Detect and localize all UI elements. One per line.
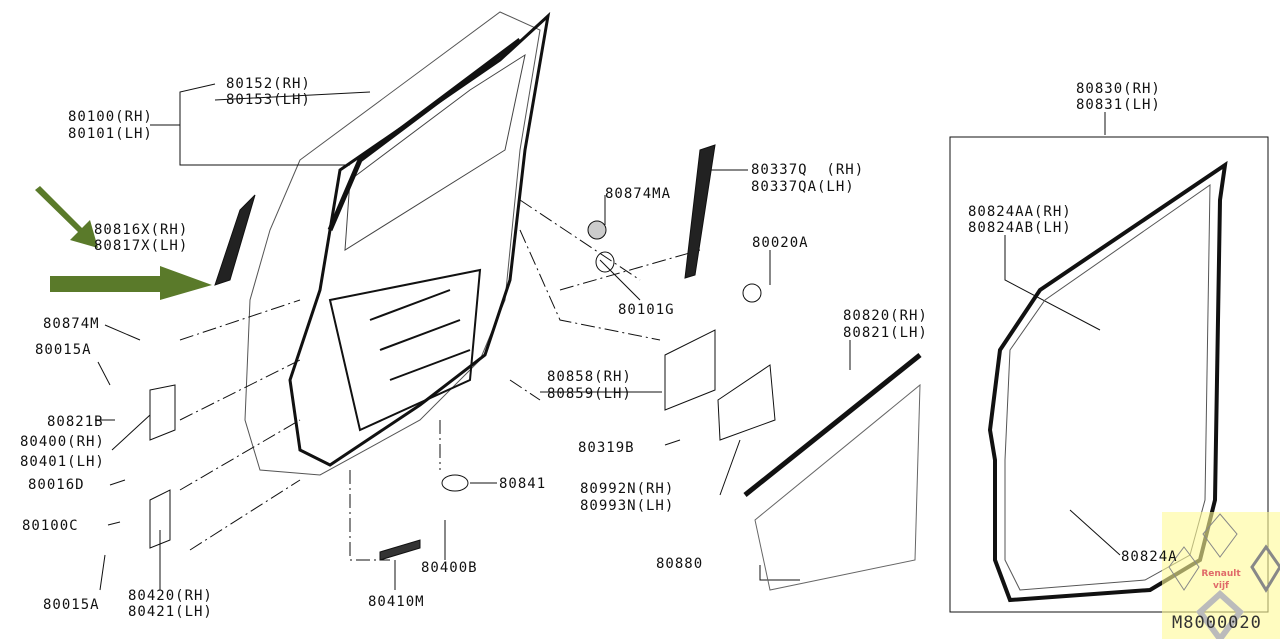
window-glass bbox=[344, 53, 526, 251]
part-label: 80831(LH) bbox=[1076, 97, 1161, 113]
part-label: 80100C bbox=[22, 518, 79, 534]
part-label: 80880 bbox=[656, 556, 704, 572]
part-label: 80874M bbox=[43, 316, 100, 332]
part-label: 80820(RH) bbox=[843, 308, 928, 324]
part-label: 80824A bbox=[1121, 549, 1178, 565]
diagram-code: M8000020 bbox=[1172, 613, 1262, 633]
renault-watermark-logo: Renault vijf bbox=[1162, 512, 1280, 639]
part-label: 80841 bbox=[499, 476, 547, 492]
part-label: 80016D bbox=[28, 477, 85, 493]
plug bbox=[441, 474, 469, 492]
part-label: 80992N(RH) bbox=[580, 481, 675, 497]
part-label: 80858(RH) bbox=[547, 369, 632, 385]
part-label: 80817X(LH) bbox=[94, 238, 189, 254]
arrow-icon bbox=[35, 186, 98, 248]
part-label: 80337QA(LH) bbox=[751, 179, 855, 195]
part-label: 80421(LH) bbox=[128, 604, 213, 620]
weatherstrip-frame bbox=[949, 136, 1269, 613]
part-label: 80101G bbox=[618, 302, 675, 318]
part-label: 80830(RH) bbox=[1076, 81, 1161, 97]
arrow-icon bbox=[50, 266, 212, 300]
part-label: 80816X(RH) bbox=[94, 222, 189, 238]
part-label: 80100(RH) bbox=[68, 109, 153, 125]
part-label: 80400(RH) bbox=[20, 434, 105, 450]
part-label: 80824AA(RH) bbox=[968, 204, 1072, 220]
part-label: 80400B bbox=[421, 560, 478, 576]
part-label: 80020A bbox=[752, 235, 809, 251]
belt-moulding bbox=[743, 353, 922, 497]
part-label: 80015A bbox=[35, 342, 92, 358]
sash-channel bbox=[684, 144, 716, 279]
part-label: 80015A bbox=[43, 597, 100, 613]
part-label: 80993N(LH) bbox=[580, 498, 675, 514]
trim-panel bbox=[754, 383, 921, 591]
bolt bbox=[742, 283, 762, 303]
part-label: 80821B bbox=[47, 414, 104, 430]
part-label: 80410M bbox=[368, 594, 425, 610]
inner-mechanism bbox=[328, 268, 482, 432]
leader-lines bbox=[95, 83, 1121, 591]
part-label: 80824AB(LH) bbox=[968, 220, 1072, 236]
part-label: 80401(LH) bbox=[20, 454, 105, 470]
side-moulding bbox=[214, 194, 256, 286]
dashed-guides bbox=[179, 199, 701, 561]
door-frame bbox=[288, 11, 551, 467]
latch-bracket bbox=[664, 329, 716, 411]
part-label: 80319B bbox=[578, 440, 635, 456]
lower-hinge bbox=[149, 489, 171, 549]
renault-diamond-icon bbox=[1168, 513, 1280, 639]
part-label: 80101(LH) bbox=[68, 126, 153, 142]
door-panel bbox=[244, 11, 541, 476]
glass-run bbox=[327, 38, 522, 231]
part-label: 80420(RH) bbox=[128, 588, 213, 604]
actuator bbox=[717, 364, 776, 441]
part-label: 80153(LH) bbox=[226, 92, 311, 108]
part-label: 80821(LH) bbox=[843, 325, 928, 341]
part-label: 80337Q (RH) bbox=[751, 162, 865, 178]
part-label: 80874MA bbox=[605, 186, 672, 202]
door-check bbox=[379, 539, 421, 561]
watermark-text: Renault vijf bbox=[1201, 569, 1241, 591]
bumper bbox=[595, 251, 615, 273]
upper-hinge bbox=[149, 384, 176, 441]
part-label: 80152(RH) bbox=[226, 76, 311, 92]
part-label: 80859(LH) bbox=[547, 386, 632, 402]
grommet bbox=[587, 220, 607, 240]
